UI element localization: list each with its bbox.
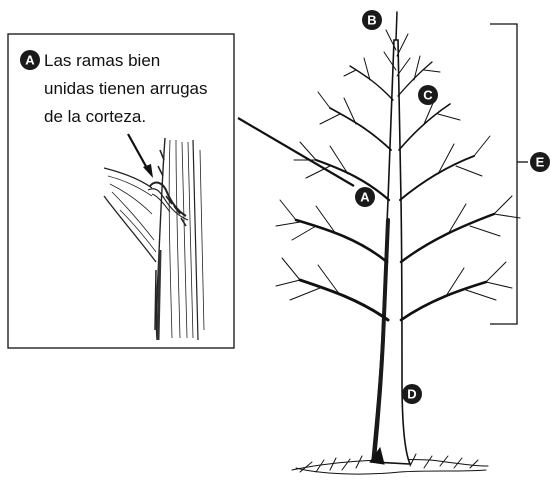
label-D: D	[402, 384, 422, 404]
callout-line-2: unidas tienen arrugas	[44, 79, 208, 98]
left-branches	[275, 57, 394, 322]
callout-badge: A	[20, 50, 40, 70]
leader-line	[237, 117, 355, 187]
label-A: A	[355, 187, 375, 207]
callout-line-3: de la corteza.	[44, 107, 146, 126]
callout-line-1: Las ramas bien	[44, 51, 160, 70]
svg-text:C: C	[423, 88, 433, 103]
ground-grass	[291, 453, 489, 475]
label-B: B	[362, 10, 382, 30]
callout-badge-letter: A	[25, 53, 35, 68]
tree-illustration	[275, 11, 521, 475]
callout-inset: A Las ramas bien unidas tienen arrugas d…	[7, 33, 235, 349]
callout-text: Las ramas bien unidas tienen arrugas de …	[44, 51, 212, 126]
branch-union-illustration	[103, 137, 205, 341]
svg-text:E: E	[536, 155, 545, 170]
callout-arrow	[127, 133, 153, 178]
right-branches	[397, 55, 521, 322]
svg-text:A: A	[360, 190, 370, 205]
label-C: C	[418, 85, 438, 105]
svg-text:D: D	[407, 387, 416, 402]
height-bracket	[490, 23, 528, 325]
svg-text:B: B	[367, 13, 376, 28]
label-E: E	[530, 152, 550, 172]
